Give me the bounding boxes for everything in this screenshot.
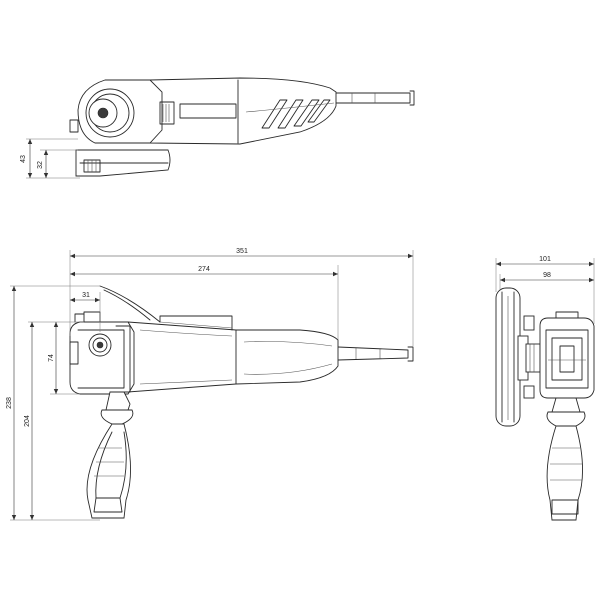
top-gear-head: [69, 79, 175, 144]
dim-side-31: 31: [82, 292, 90, 299]
dim-side-274: 274: [198, 266, 210, 273]
dim-side-238: 238: [6, 397, 13, 409]
side-dimensions: 351 274 31 238 204 74: [6, 248, 414, 521]
dim-front-101: 101: [539, 256, 551, 263]
side-view: 351 274 31 238 204 74: [6, 248, 414, 521]
top-motor-body: [149, 77, 337, 145]
dim-side-351: 351: [236, 248, 248, 255]
front-flange: [517, 315, 541, 399]
front-view: 101 98: [495, 256, 595, 521]
side-wheel-guard: [99, 285, 161, 323]
dim-side-74: 74: [48, 354, 55, 362]
dim-top-32: 32: [37, 161, 44, 169]
top-cord: [332, 90, 415, 106]
front-handle: [546, 397, 586, 521]
front-disc: [495, 287, 521, 427]
top-disc-guard: [75, 149, 171, 177]
front-dimensions: 101 98: [495, 256, 595, 324]
top-dimensions: 43 32: [20, 138, 80, 179]
front-gear-housing: [539, 311, 595, 399]
dim-front-98: 98: [543, 272, 551, 279]
side-gear-head: [69, 311, 135, 395]
dim-side-204: 204: [24, 415, 31, 427]
side-motor-housing: [127, 315, 339, 393]
side-handle: [86, 391, 134, 519]
dim-top-43: 43: [20, 155, 27, 163]
top-view: 43 32: [20, 77, 415, 179]
side-cord: [337, 346, 414, 362]
